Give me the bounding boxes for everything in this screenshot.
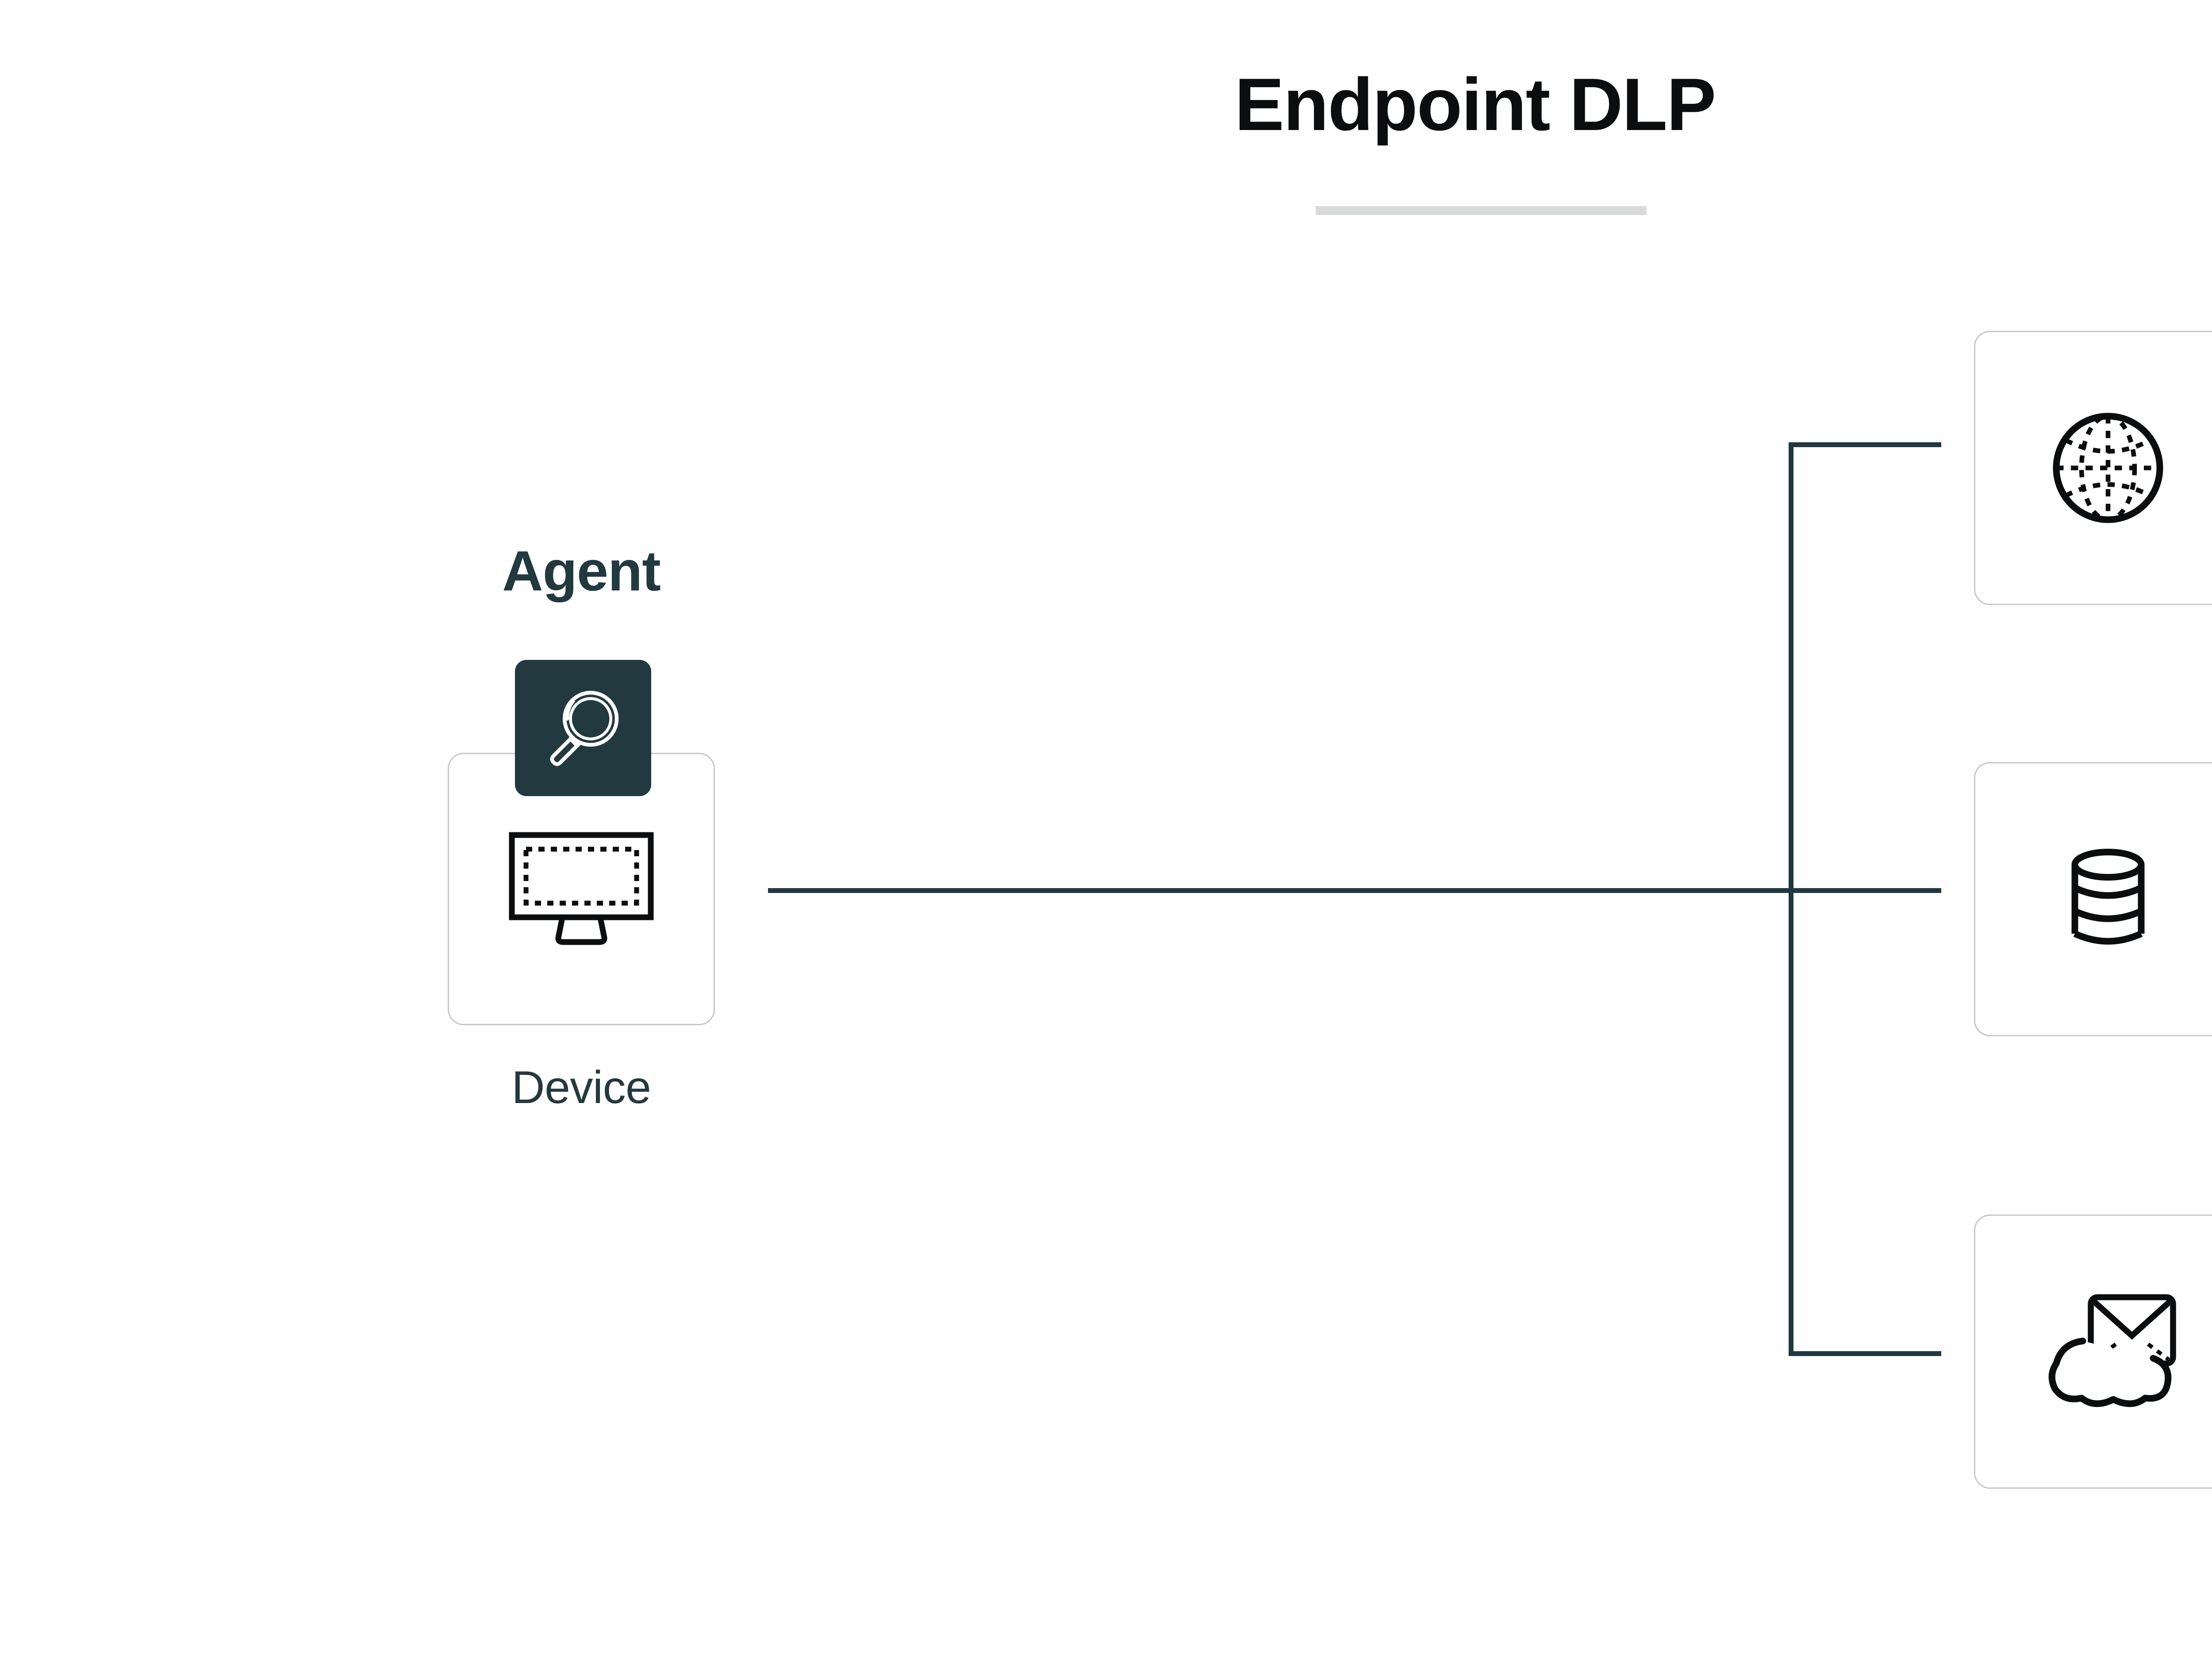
database-cylinder-icon xyxy=(2071,849,2144,945)
agent-label: Agent xyxy=(502,540,661,603)
agent-badge[interactable] xyxy=(515,660,651,796)
page-title: Endpoint DLP xyxy=(1234,63,1716,146)
globe-icon xyxy=(2053,413,2163,523)
connector-bus-to-internet xyxy=(1789,442,1941,447)
monitor-icon xyxy=(509,832,654,945)
connector-device-to-bus xyxy=(768,888,1941,893)
magnifier-icon xyxy=(550,690,619,766)
internet-card[interactable] xyxy=(1974,331,2212,605)
email-server-card[interactable] xyxy=(1974,1215,2212,1489)
database-card[interactable] xyxy=(1974,762,2212,1036)
device-label: Device xyxy=(511,1062,651,1113)
cloud-envelope-icon xyxy=(2048,1294,2176,1407)
device-card[interactable] xyxy=(448,753,715,1025)
connector-bus-to-email xyxy=(1789,1351,1941,1356)
title-underline-rule xyxy=(1316,206,1647,215)
connector-vertical-bus xyxy=(1789,442,1793,1356)
